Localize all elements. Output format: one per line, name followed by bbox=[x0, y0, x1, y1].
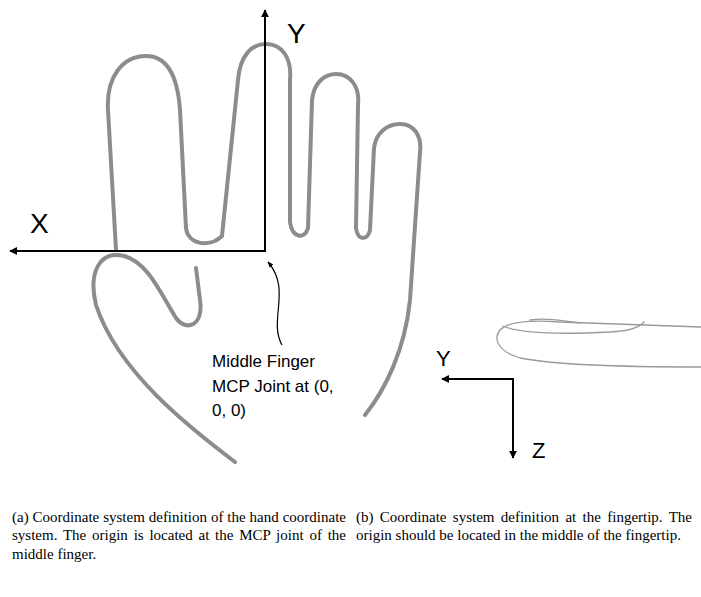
axis-label: Y bbox=[287, 18, 306, 50]
axis-label: X bbox=[30, 208, 49, 240]
fingertip-outline bbox=[497, 319, 701, 367]
axis-label: Z bbox=[532, 438, 545, 464]
leader-arrow bbox=[268, 262, 282, 345]
fingertip-axes bbox=[442, 378, 514, 458]
hand-axes bbox=[10, 10, 266, 252]
joint-annotation: Middle Finger MCP Joint at (0, 0, 0) bbox=[212, 350, 334, 424]
hand-outline bbox=[94, 44, 421, 462]
subfigure-caption: (b) Coordinate system definition at the … bbox=[356, 508, 692, 545]
subfigure-caption: (a) Coordinate system definition of the … bbox=[12, 508, 346, 563]
axis-label: Y bbox=[436, 346, 451, 372]
